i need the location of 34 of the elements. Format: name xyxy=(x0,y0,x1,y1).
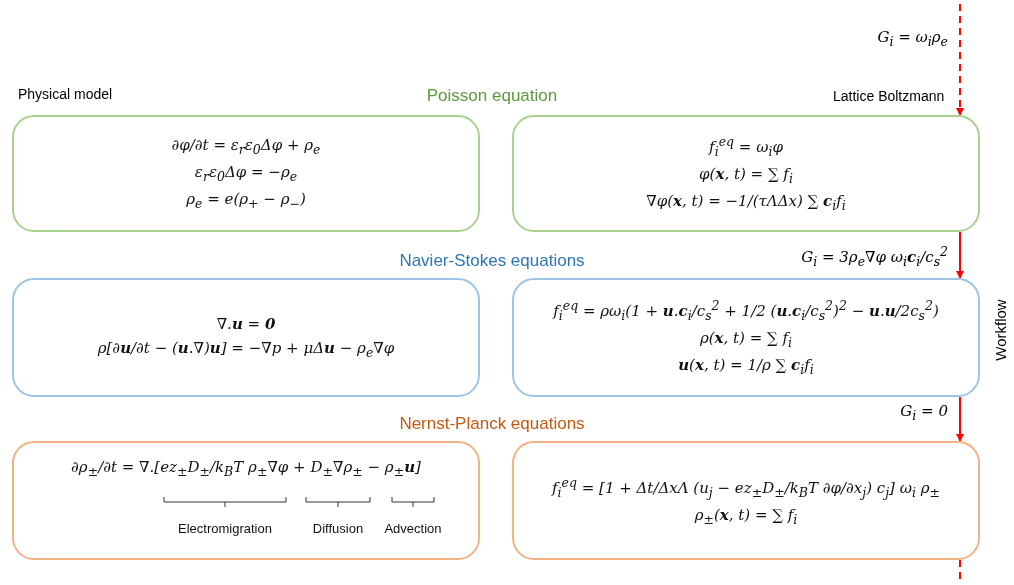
section-heading: Physical model xyxy=(18,86,113,102)
edge-label: G$_{i}$ = ω$_{i}$ρ$_{e}$ xyxy=(877,28,948,49)
equation-box xyxy=(512,278,980,397)
axis-label: Workflow xyxy=(991,299,1009,361)
section-heading: Lattice Boltzmann xyxy=(833,88,945,104)
equation: ρ(x, t) = ∑ f$_{i}$ xyxy=(699,329,793,350)
equation-box xyxy=(512,115,980,232)
equation-box xyxy=(12,278,480,397)
term-label: Diffusion xyxy=(312,521,364,536)
section-heading: Poisson equation xyxy=(426,86,558,106)
equation: ε$_{r}$ε$_{0}$Δφ = −ρ$_{e}$ xyxy=(194,163,298,184)
arrow xyxy=(956,396,964,442)
equation: ρ$_{e}$ = e(ρ$_{+}$ − ρ$_{−}$) xyxy=(186,190,306,211)
equation: φ(x, t) = ∑ f$_{i}$ xyxy=(699,165,793,186)
arrow xyxy=(956,3,964,116)
equation-box xyxy=(512,441,980,560)
equation: ∂ρ$_{±}$/∂t = ∇.[ez$_{±}$D$_{±}$/k$_{B}$T ρ$_{±}$∇φ + D$_{±}$∇ρ$_{±}$ − ρ$_{±}$u] xyxy=(71,458,421,479)
equation: f$_{i}$$^{eq}$ = ρω$_{i}$(1 + u.c$_{i}$/c$_{s}$$^{2}$ + 1/2 (u.c$_{i}$/c$_{s}$$^{2}$)$^{2}$ − u.u/2c$_{s}$$^{2}$) xyxy=(553,298,939,323)
equation: ∇φ(x, t) = −1/(τΛΔx) ∑ c$_{i}$f$_{i}$ xyxy=(646,192,846,213)
equation: u(x, t) = 1/ρ ∑ c$_{i}$f$_{i}$ xyxy=(678,356,814,377)
equation-box xyxy=(12,441,480,560)
equation: f$_{i}$$^{eq}$ = [1 + Δt/ΔxΛ (u$_{j}$ − ez$_{±}$D$_{±}$/k$_{B}$T ∂φ/∂x$_{j}$) c$_{j}$] ω$_{i}$ ρ$_{±}$ xyxy=(551,474,941,500)
equation: ρ[∂u/∂t − (u.∇)u] = −∇p + μΔu − ρ$_{e}$∇φ xyxy=(97,339,395,360)
arrow xyxy=(956,231,964,279)
section-heading: Navier-Stokes equations xyxy=(399,251,585,271)
equation-box xyxy=(12,115,480,232)
section-heading: Nernst-Planck equations xyxy=(399,414,585,434)
edge-label: G$_{i}$ = 0 xyxy=(900,402,948,423)
equation: f$_{i}$$^{eq}$ = ω$_{i}$φ xyxy=(709,134,783,159)
term-label: Electromigration xyxy=(178,521,272,536)
term-label: Advection xyxy=(384,521,442,536)
equation: ∇.u = 0 xyxy=(216,315,276,333)
equation: ∂φ/∂t = ε$_{r}$ε$_{0}$Δφ + ρ$_{e}$ xyxy=(171,136,321,157)
equation: ρ$_{±}$(x, t) = ∑ f$_{i}$ xyxy=(694,505,798,527)
